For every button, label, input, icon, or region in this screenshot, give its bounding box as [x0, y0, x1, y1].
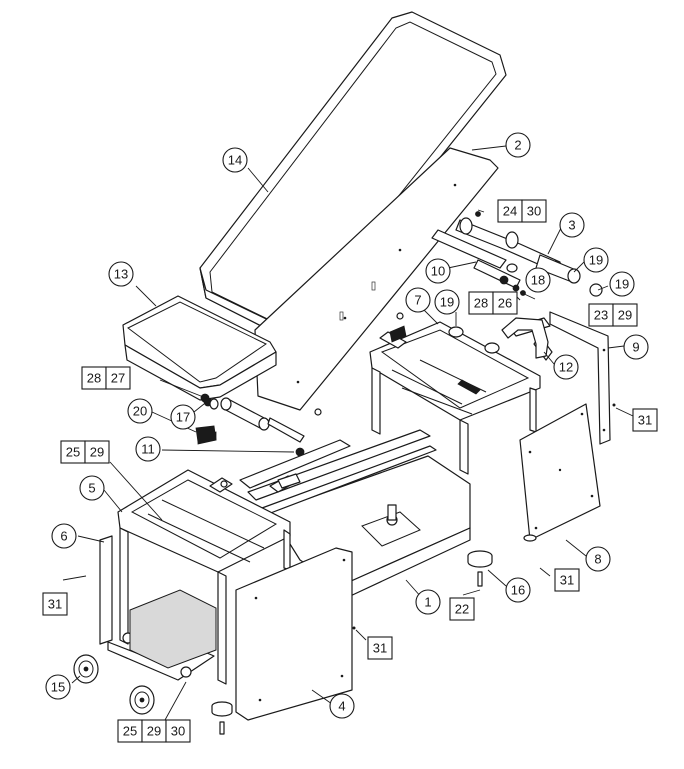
callout-label: 19 — [440, 295, 454, 310]
callout-18: 18 — [525, 267, 551, 293]
callout-14: 14 — [222, 147, 248, 173]
callout-20: 19 — [583, 247, 609, 273]
callout-label: 30 — [527, 204, 541, 219]
callout-label: 4 — [338, 699, 345, 714]
callout-9: 9 — [623, 334, 649, 360]
callout-label: 31 — [560, 573, 574, 588]
callout-6: 6 — [51, 523, 77, 549]
callout-19: 19 — [609, 271, 635, 297]
callout-13: 13 — [108, 261, 134, 287]
callout-label: 6 — [60, 529, 67, 544]
callout-8: 8 — [585, 546, 611, 572]
callout-15: 15 — [45, 674, 71, 700]
callout-12: 12 — [553, 354, 579, 380]
callout-label: 27 — [111, 371, 125, 386]
circle-callouts: 14 2 3 19 19 10 18 13 7 19 12 9 20 17 11… — [45, 132, 649, 719]
callout-label: 12 — [559, 360, 573, 375]
side-cover-right — [519, 403, 601, 541]
callout-box-28-27: 28 27 — [81, 366, 131, 390]
callout-label: 31 — [48, 597, 62, 612]
callout-label: 19 — [615, 277, 629, 292]
callout-label: 31 — [638, 413, 652, 428]
box-callouts: 24 30 28 26 23 29 28 27 25 29 31 — [42, 199, 658, 743]
callout-label: 17 — [176, 410, 190, 425]
callout-7: 7 — [405, 287, 431, 313]
callout-3: 3 — [559, 212, 585, 238]
callout-label: 31 — [373, 641, 387, 656]
small-parts — [195, 263, 518, 489]
callout-17: 17 — [170, 404, 196, 430]
callout-1: 1 — [415, 589, 441, 615]
callout-label: 1 — [424, 595, 431, 610]
callout-11: 11 — [135, 436, 161, 462]
rear-plate — [549, 311, 616, 445]
callout-16: 16 — [505, 577, 531, 603]
callout-label: 25 — [123, 724, 137, 739]
callout-19: 19 — [434, 289, 460, 315]
callout-box-31-center: 31 — [367, 636, 393, 660]
feet — [211, 534, 537, 735]
callout-box-24-30: 24 30 — [497, 199, 547, 223]
callout-box-25-29-30: 25 29 30 — [117, 719, 191, 743]
callout-label: 23 — [594, 308, 608, 323]
callout-label: 10 — [431, 264, 445, 279]
callout-label: 30 — [171, 724, 185, 739]
callout-label: 9 — [632, 340, 639, 355]
callout-label: 26 — [498, 296, 512, 311]
callout-box-23-29: 23 29 — [588, 303, 638, 327]
callout-label: 29 — [147, 724, 161, 739]
front-plate — [99, 535, 217, 681]
callout-label: 29 — [90, 445, 104, 460]
callout-label: 20 — [133, 404, 147, 419]
callout-box-31-right: 31 — [632, 408, 658, 432]
callout-box-31-left: 31 — [42, 592, 68, 616]
leader-lines — [62, 145, 634, 721]
back-board — [254, 147, 499, 411]
callout-label: 14 — [228, 153, 242, 168]
callout-label: 28 — [87, 371, 101, 386]
callout-label: 19 — [589, 253, 603, 268]
callout-label: 8 — [594, 552, 601, 567]
callout-label: 2 — [514, 138, 521, 153]
callout-label: 28 — [474, 296, 488, 311]
callout-label: 25 — [66, 445, 80, 460]
callout-label: 16 — [511, 583, 525, 598]
callout-5: 5 — [79, 475, 105, 501]
callout-label: 13 — [114, 267, 128, 282]
callout-box-22: 22 — [449, 597, 475, 621]
callout-box-25-29: 25 29 — [60, 440, 110, 464]
callout-label: 24 — [503, 204, 517, 219]
seat-pad — [122, 295, 277, 401]
callout-box-28-26: 28 26 — [468, 291, 518, 315]
callout-21: 20 — [127, 398, 153, 424]
callout-label: 3 — [568, 218, 575, 233]
side-cover-left — [235, 547, 356, 721]
wheels — [73, 654, 155, 715]
callout-label: 29 — [618, 308, 632, 323]
callout-2: 2 — [505, 132, 531, 158]
callout-label: 5 — [88, 481, 95, 496]
callout-label: 22 — [455, 602, 469, 617]
adjuster-arm — [431, 211, 603, 297]
callout-label: 15 — [51, 680, 65, 695]
callout-label: 7 — [414, 293, 421, 308]
callout-label: 11 — [141, 442, 155, 457]
callout-label: 18 — [531, 273, 545, 288]
callout-box-31-bottom-right: 31 — [554, 568, 580, 592]
callout-10: 10 — [425, 258, 451, 284]
callout-4: 4 — [329, 693, 355, 719]
handle — [501, 317, 549, 359]
